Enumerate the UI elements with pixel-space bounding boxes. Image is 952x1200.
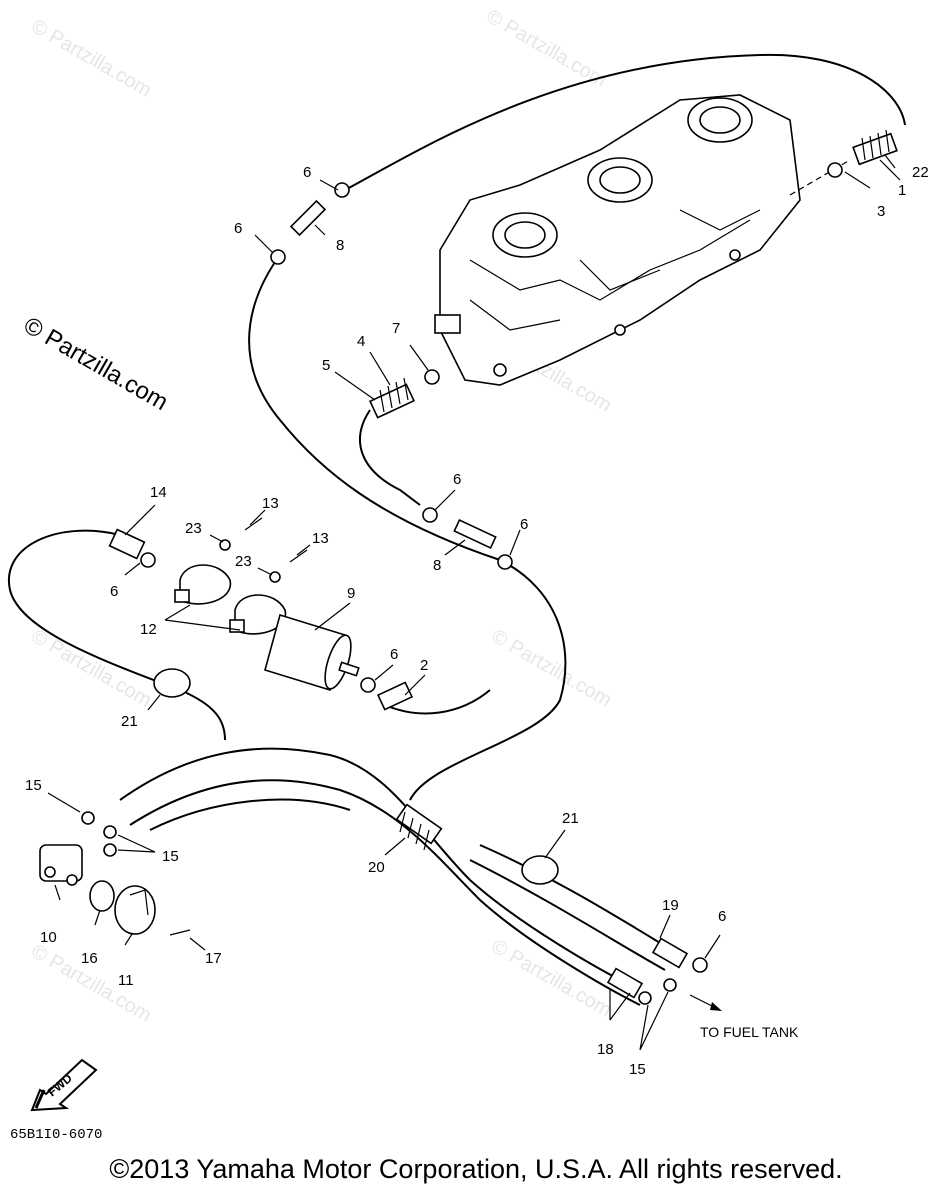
callout-6: 6 bbox=[390, 646, 398, 663]
hose-14-end bbox=[108, 528, 146, 560]
carburetor-assembly bbox=[434, 94, 801, 386]
callout-21: 21 bbox=[562, 810, 579, 827]
fuel-cock-10 bbox=[39, 844, 83, 886]
hose-clamp-6 bbox=[692, 957, 708, 973]
hose-18-end bbox=[606, 967, 644, 999]
screw-17 bbox=[169, 929, 191, 936]
hose-2-end bbox=[376, 681, 414, 711]
watermark: © Partzilla.com bbox=[483, 5, 611, 91]
hose-joint-8 bbox=[289, 199, 327, 237]
to-fuel-tank-label: TO FUEL TANK bbox=[700, 1024, 799, 1040]
callout-20: 20 bbox=[368, 859, 385, 876]
callout-11: 11 bbox=[118, 972, 134, 989]
to-fuel-tank-arrow bbox=[710, 1002, 722, 1011]
callout-3: 3 bbox=[877, 203, 885, 220]
callout-6: 6 bbox=[110, 583, 118, 600]
hose-19-end bbox=[651, 937, 689, 969]
callout-5: 5 bbox=[322, 357, 330, 374]
hose-clamp-6 bbox=[334, 182, 350, 198]
hose-clamp-6 bbox=[360, 677, 376, 693]
callout-21: 21 bbox=[121, 713, 138, 730]
callout-13: 13 bbox=[262, 495, 279, 512]
hose-clamp-7 bbox=[424, 369, 440, 385]
hose-clamp-6 bbox=[140, 552, 156, 568]
diagram-code: 65B1I0-6070 bbox=[10, 1127, 102, 1143]
watermark: © Partzilla.com bbox=[488, 935, 616, 1021]
washer-23 bbox=[219, 539, 231, 551]
callout-16: 16 bbox=[81, 950, 98, 967]
callout-23: 23 bbox=[235, 553, 252, 570]
bracket-12 bbox=[234, 594, 287, 635]
callout-4: 4 bbox=[357, 333, 365, 350]
hose-clamp-3 bbox=[827, 162, 843, 178]
fuel-filter-9 bbox=[264, 613, 360, 692]
parts bbox=[39, 129, 898, 1011]
callout-8: 8 bbox=[433, 557, 441, 574]
callout-9: 9 bbox=[347, 585, 355, 602]
leader-lines bbox=[47, 154, 901, 1051]
callout-15: 15 bbox=[629, 1061, 646, 1078]
watermark: © Partzilla.com bbox=[28, 15, 156, 101]
callout-7: 7 bbox=[392, 320, 400, 337]
hose-clamp-15 bbox=[638, 991, 652, 1005]
fwd-arrow: FWD bbox=[30, 1058, 98, 1112]
hose-clamp-6 bbox=[497, 554, 513, 570]
screw-13 bbox=[289, 549, 308, 563]
callout-18: 18 bbox=[597, 1041, 614, 1058]
hose-clamp-15 bbox=[103, 843, 117, 857]
hose-spring-20 bbox=[395, 803, 443, 851]
ring-16 bbox=[89, 880, 115, 912]
hose-joint-8 bbox=[453, 519, 497, 549]
hose-spring-22 bbox=[852, 129, 898, 166]
callout-6: 6 bbox=[303, 164, 311, 181]
callout-2: 2 bbox=[420, 657, 428, 674]
watermark: © Partzilla.com bbox=[28, 625, 156, 711]
callout-15: 15 bbox=[162, 848, 179, 865]
callout-19: 19 bbox=[662, 897, 679, 914]
copyright-notice: ©2013 Yamaha Motor Corporation, U.S.A. A… bbox=[109, 1154, 843, 1184]
callout-6: 6 bbox=[453, 471, 461, 488]
grommet-21 bbox=[521, 855, 559, 885]
callout-15: 15 bbox=[25, 777, 42, 794]
hose-clamp-6 bbox=[422, 507, 438, 523]
callout-13: 13 bbox=[312, 530, 329, 547]
callout-6: 6 bbox=[234, 220, 242, 237]
callout-17: 17 bbox=[205, 950, 222, 967]
hose-spring-4 bbox=[369, 377, 415, 419]
hose-clamp-6 bbox=[270, 249, 286, 265]
callout-22: 22 bbox=[912, 164, 929, 181]
hose-clamp-15 bbox=[663, 978, 677, 992]
fuel-hoses bbox=[7, 53, 906, 1006]
hose-clamp-15 bbox=[103, 825, 117, 839]
grommet-21 bbox=[153, 668, 191, 698]
callout-8: 8 bbox=[336, 237, 344, 254]
callout-6: 6 bbox=[520, 516, 528, 533]
watermark-prominent: © Partzilla.com bbox=[19, 312, 173, 416]
callout-labels: 6 6 8 22 1 3 7 4 5 6 6 8 14 13 13 23 23 … bbox=[25, 164, 929, 1078]
bracket-12-tab bbox=[174, 589, 190, 603]
callout-14: 14 bbox=[150, 484, 167, 501]
callout-10: 10 bbox=[40, 929, 57, 946]
washer-23 bbox=[269, 571, 281, 583]
knob-11 bbox=[114, 885, 156, 935]
watermark: © Partzilla.com bbox=[488, 625, 616, 711]
bracket-12 bbox=[179, 564, 232, 605]
callout-1: 1 bbox=[898, 182, 906, 199]
callout-23: 23 bbox=[185, 520, 202, 537]
hose-clamp-15 bbox=[81, 811, 95, 825]
callout-6: 6 bbox=[718, 908, 726, 925]
callout-12: 12 bbox=[140, 621, 157, 638]
screw-13 bbox=[244, 517, 263, 531]
